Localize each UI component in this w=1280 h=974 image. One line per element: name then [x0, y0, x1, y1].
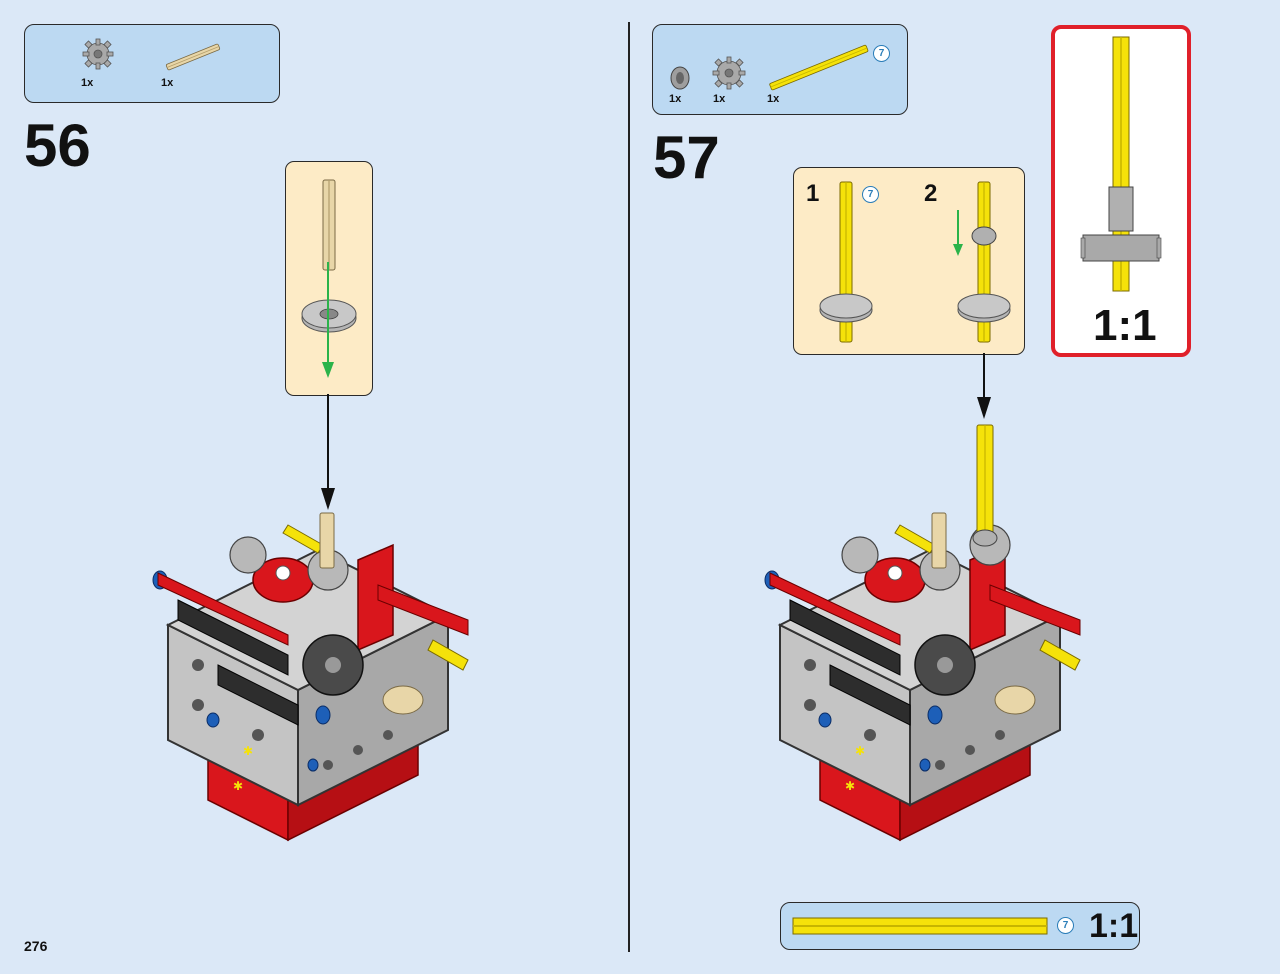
part-qty: 1x [161, 77, 174, 89]
part-qty: 1x [767, 93, 780, 105]
axle-length-badge: 7 [862, 186, 879, 203]
subassembly-callout-step-57: 1 7 2 [793, 167, 1025, 355]
page-divider [628, 22, 630, 952]
axle-yellow-icon [769, 44, 869, 91]
substep-number: 2 [924, 180, 938, 207]
gear-icon [712, 56, 746, 90]
axle-length-badge: 7 [1057, 917, 1074, 934]
axle-with-gear-and-bush-illustration [953, 181, 1011, 343]
axle-with-gear-illustration [819, 181, 873, 343]
page-number: 276 [24, 938, 48, 954]
axle-length-ruler: 7 1:1 [780, 902, 1140, 950]
model-assembly-illustration: ✱ ✱ [152, 512, 469, 842]
connector-arrow [321, 394, 335, 510]
part-qty: 1x [669, 93, 682, 105]
axle-tan-icon [322, 179, 336, 271]
subassembly-callout-step-56 [285, 161, 373, 396]
part-qty: 1x [81, 77, 94, 89]
bush-icon [670, 66, 690, 90]
model-assembly-illustration: ✱ ✱ [764, 424, 1081, 842]
axle-with-gear-scale-illustration [1080, 36, 1162, 292]
axle-tan-icon [165, 43, 221, 71]
gear-icon [82, 38, 114, 70]
parts-list-step-57: 1x 1x 7 1x [652, 24, 908, 115]
step-number: 56 [24, 112, 91, 179]
insert-arrow-icon [322, 262, 334, 378]
parts-list-step-56: 1x 1x [24, 24, 280, 103]
connector-arrow [977, 353, 991, 419]
svg-text:✱: ✱ [243, 744, 253, 758]
svg-text:✱: ✱ [233, 779, 243, 793]
svg-text:✱: ✱ [855, 744, 865, 758]
substep-number: 1 [806, 180, 820, 207]
axle-length-badge: 7 [873, 45, 890, 62]
ruler-scale-label: 1:1 [1089, 907, 1139, 945]
step-number: 57 [653, 124, 720, 191]
axle-yellow-icon [792, 917, 1048, 935]
scale-callout: 1:1 [1051, 25, 1191, 357]
scale-label: 1:1 [1093, 301, 1157, 350]
part-qty: 1x [713, 93, 726, 105]
svg-text:✱: ✱ [845, 779, 855, 793]
